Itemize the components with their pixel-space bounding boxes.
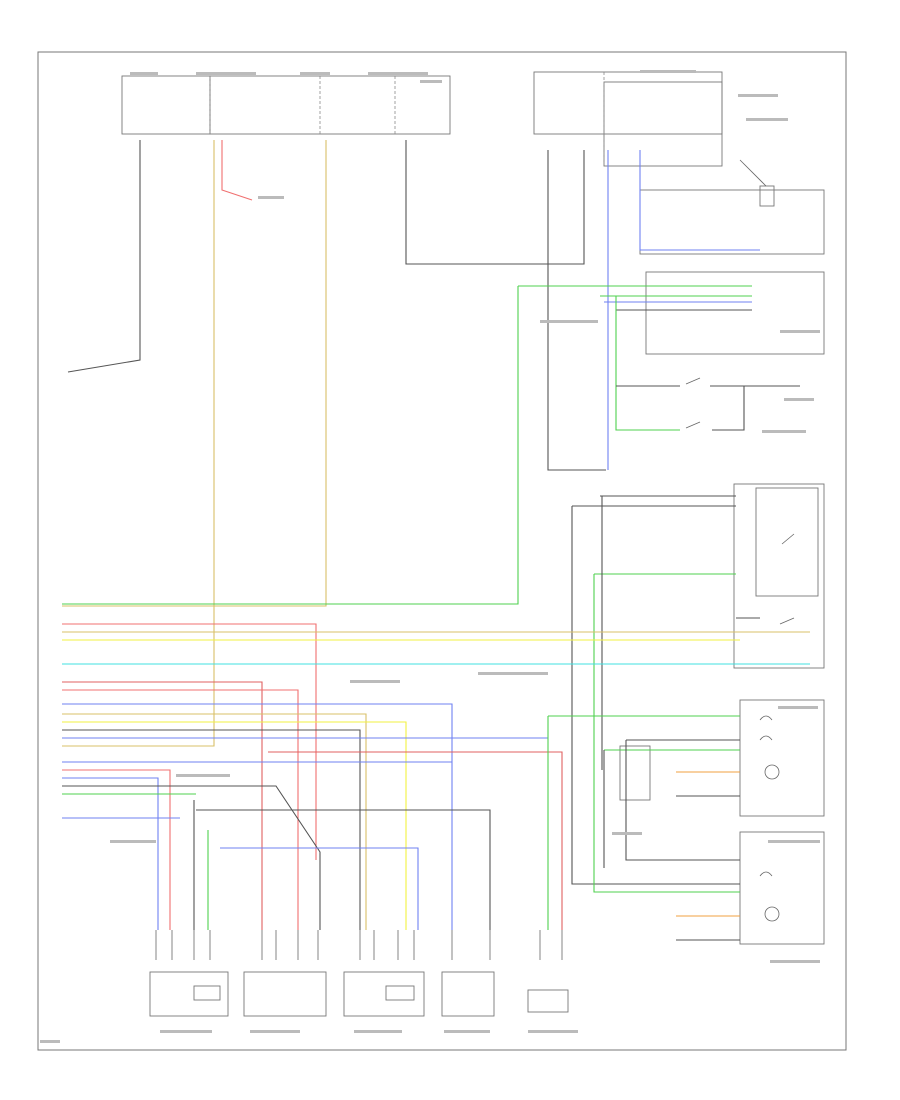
wire-red-1 [62,681,263,930]
wire-green-loop [615,296,680,431]
wire-pink-3 [62,769,171,930]
component-boxes-right [619,271,825,945]
wire-blue-7 [220,847,419,930]
connector-ticks [155,930,563,960]
wire-pink-harness [62,623,317,860]
annotation-marks [40,70,820,1043]
wire-black-2 [62,729,361,930]
wire-black-3 [62,785,321,930]
wire-black-left [67,140,141,373]
wire-gray-fuse [405,140,585,265]
wire-tan-center [62,140,327,607]
wire-yellow-2 [62,721,407,930]
wire-black-switch-3 [712,386,745,431]
wire-red-3 [268,751,563,930]
wire-black-module-1 [547,150,606,471]
wire-tan-vertical [62,140,215,747]
wire-black-door-4 [571,506,740,885]
component-boxes-bottom [149,971,569,1017]
wire-black-4 [196,809,491,930]
diagram-frame [37,51,847,1051]
wire-pink-stub [221,140,253,201]
wire-tan-2 [62,713,367,930]
fuse-panel-top-left [121,75,451,135]
relay-symbols [685,377,795,922]
wire-blue-module-2 [639,150,760,251]
wire-green-door-2 [593,574,740,893]
wire-black-relay-3 [625,740,740,861]
wire-blue-2 [62,703,453,930]
wire-pink-2 [62,689,299,930]
wire-blue-5 [62,777,159,930]
wire-green-switch [62,286,519,605]
relay-module-top-right [533,71,825,255]
